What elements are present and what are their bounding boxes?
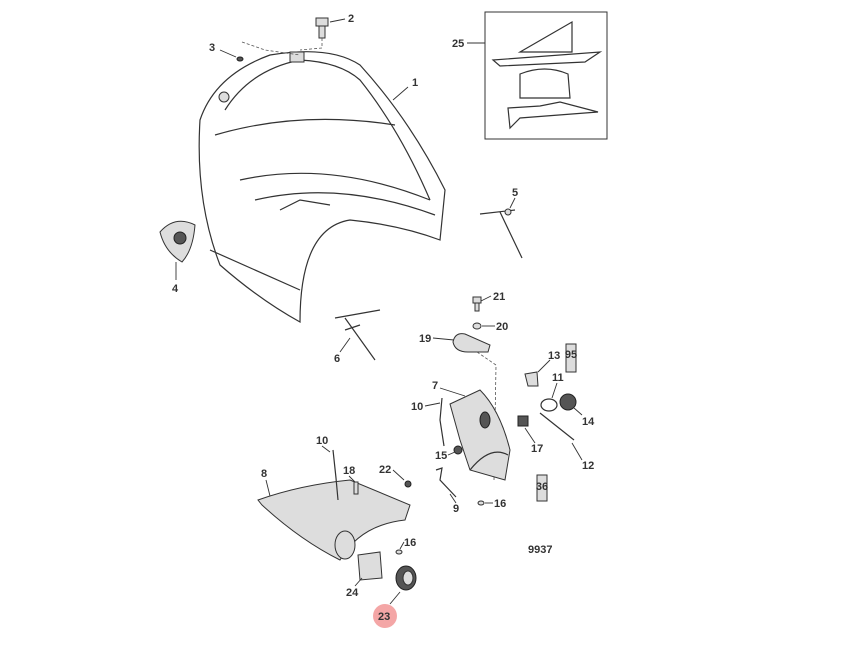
- inset-decal-box: [484, 11, 608, 140]
- part-21-bolt: [472, 296, 482, 304]
- callout-14[interactable]: 14: [582, 416, 595, 428]
- part-17-fitting: [517, 415, 529, 427]
- part-11-o-ring: [540, 398, 558, 412]
- part-16-washer-lower: [395, 549, 403, 555]
- callout-23[interactable]: 23: [378, 611, 390, 623]
- callout-24[interactable]: 24: [346, 587, 359, 599]
- part-19-clamp: [452, 333, 491, 353]
- callout-21[interactable]: 21: [493, 291, 505, 303]
- callout-1[interactable]: 1: [412, 77, 418, 89]
- part-14-cap: [559, 393, 577, 411]
- callout-13[interactable]: 13: [548, 350, 560, 362]
- callout-12[interactable]: 12: [582, 460, 594, 472]
- part-15-nut: [453, 445, 463, 455]
- tube-95: 95: [565, 343, 577, 373]
- part-16-washer: [477, 500, 485, 506]
- callout-18[interactable]: 18: [343, 465, 355, 477]
- tube-36: 36: [536, 474, 548, 502]
- callout-8[interactable]: 8: [261, 468, 267, 480]
- part-23-grommet: [395, 565, 417, 591]
- callout-20[interactable]: 20: [496, 321, 508, 333]
- callout-2[interactable]: 2: [348, 13, 354, 25]
- part-12-tether: [539, 412, 575, 441]
- part-20-washer: [472, 322, 482, 330]
- part-10-strap: [439, 397, 445, 447]
- callout-5[interactable]: 5: [512, 187, 518, 199]
- part-5-bracket: [479, 208, 523, 259]
- callout-3[interactable]: 3: [209, 42, 215, 54]
- svg-text:36: 36: [536, 481, 548, 493]
- callout-11[interactable]: 11: [552, 372, 564, 384]
- callout-16-lower[interactable]: 16: [404, 537, 416, 549]
- part-2-screw: [315, 17, 329, 39]
- callout-17[interactable]: 17: [531, 443, 543, 455]
- top-cowl: [198, 51, 446, 324]
- highlight-callout-23[interactable]: [373, 604, 397, 628]
- callout-7[interactable]: 7: [432, 380, 438, 392]
- part-9-clip: [435, 467, 457, 498]
- part-24-sleeve: [357, 551, 383, 581]
- part-13-plug: [524, 371, 539, 387]
- callout-6[interactable]: 6: [334, 353, 340, 365]
- svg-text:95: 95: [565, 349, 577, 361]
- callout-10[interactable]: 10: [411, 401, 423, 413]
- part-4-grommet: [159, 220, 196, 263]
- part-8-lower-cover: [257, 479, 411, 561]
- callout-4[interactable]: 4: [172, 283, 179, 295]
- part-6-bracket: [334, 309, 381, 361]
- callout-16[interactable]: 16: [494, 498, 506, 510]
- callout-19[interactable]: 19: [419, 333, 431, 345]
- part-3-nut: [236, 56, 244, 62]
- callout-9[interactable]: 9: [453, 503, 459, 515]
- callout-22[interactable]: 22: [379, 464, 391, 476]
- part-7-bracket: [449, 389, 511, 481]
- callout-25[interactable]: 25: [452, 38, 464, 50]
- part-10-strap-lower: [332, 449, 339, 501]
- figure-number: 9937: [528, 544, 552, 556]
- callout-10-lower[interactable]: 10: [316, 435, 328, 447]
- part-22-nut: [404, 480, 412, 488]
- part-18-screw: [353, 481, 359, 495]
- callout-15[interactable]: 15: [435, 450, 447, 462]
